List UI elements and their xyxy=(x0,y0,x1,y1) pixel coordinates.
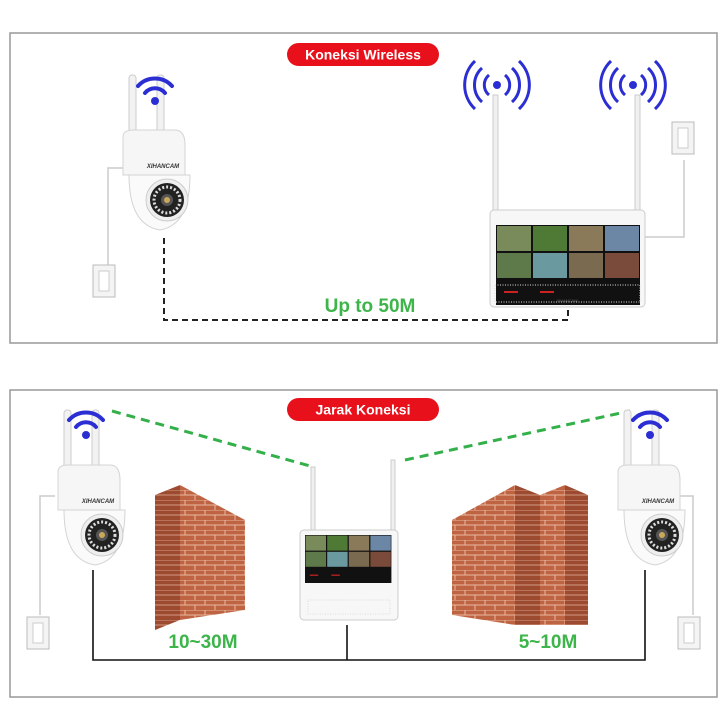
wireless-link-line-left xyxy=(111,409,311,468)
nvr-brand: XIHANCAM xyxy=(556,298,577,303)
wireless-title: Koneksi Wireless xyxy=(305,47,421,63)
power-outlet-icon xyxy=(677,616,701,650)
wired-connection-line xyxy=(92,570,646,661)
power-outlet-icon xyxy=(671,121,695,155)
right-distance-label: 5~10M xyxy=(519,632,578,653)
camera xyxy=(92,73,192,298)
wireless-title-pill: Koneksi Wireless xyxy=(287,43,439,66)
distance-panel: Jarak Koneksi xyxy=(9,389,718,698)
nvr-monitor: XIHANCAM xyxy=(463,59,695,308)
brick-wall-left xyxy=(155,485,245,630)
brick-wall-right-double xyxy=(452,485,588,625)
nvr-monitor xyxy=(299,459,399,621)
camera-left xyxy=(26,408,127,650)
wireless-link-line xyxy=(163,238,569,321)
distance-title: Jarak Koneksi xyxy=(316,402,411,418)
distance-title-pill: Jarak Koneksi xyxy=(287,398,439,421)
left-distance-label: 10~30M xyxy=(168,632,237,653)
power-outlet-icon xyxy=(92,264,116,298)
camera-right xyxy=(616,408,701,650)
power-outlet-icon xyxy=(26,616,50,650)
wireless-panel: Koneksi Wireless Up to 50M XIHANCAM xyxy=(9,32,718,344)
wireless-distance-label: Up to 50M xyxy=(325,296,416,317)
wireless-link-line-right xyxy=(404,409,631,462)
